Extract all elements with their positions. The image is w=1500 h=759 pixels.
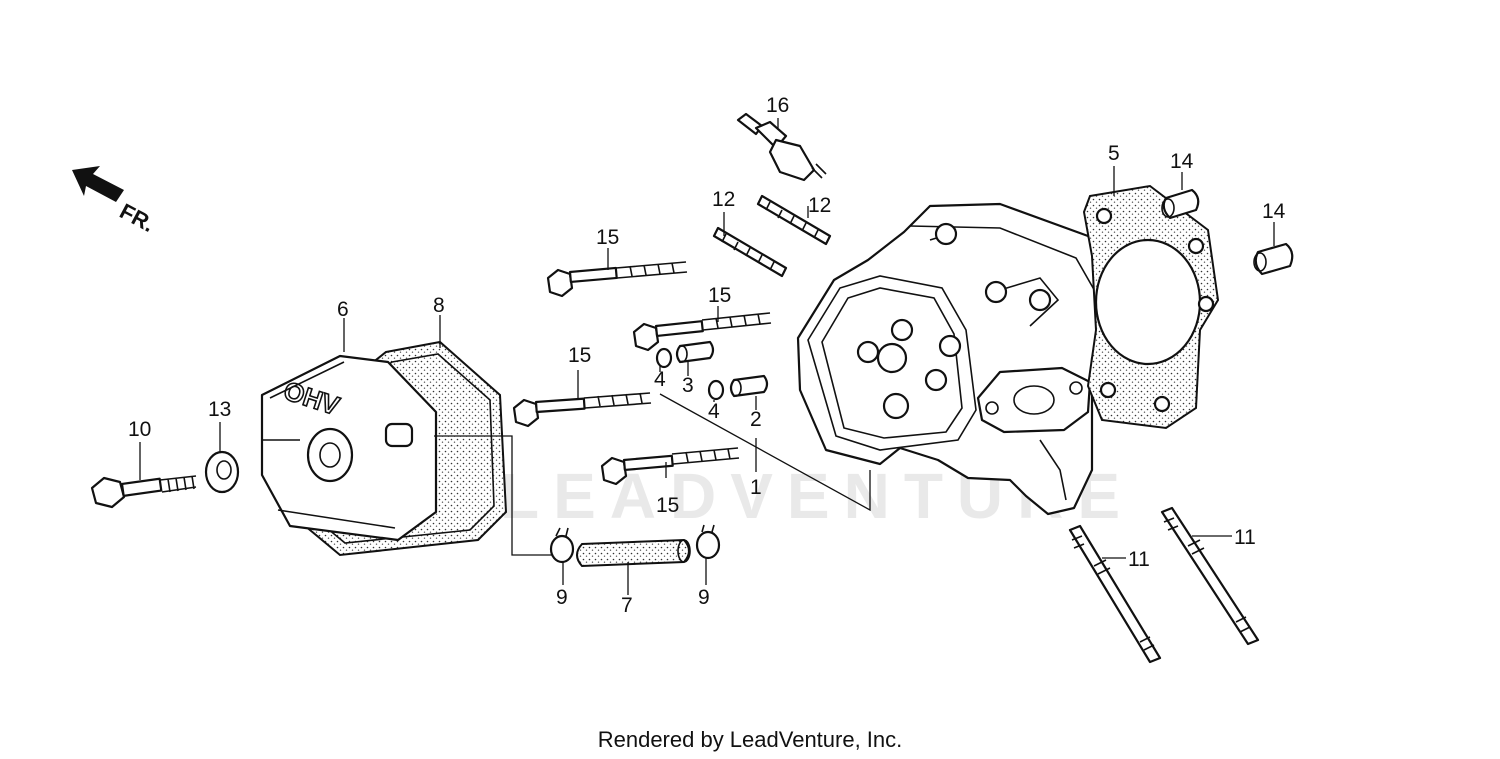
part-15-bolt-top	[546, 261, 688, 298]
callout-12-left: 12	[712, 188, 735, 211]
callout-2: 2	[750, 408, 762, 431]
part-1-cylinder-head	[796, 202, 1118, 516]
part-9-clamp-left	[549, 527, 575, 564]
callout-10: 10	[128, 418, 151, 441]
callout-labels: 6 8 10 13 9 7 9 15 15 15 15 12 12 16 4 3…	[128, 94, 1286, 617]
callout-12-right: 12	[808, 194, 831, 217]
callout-14-upper: 14	[1170, 150, 1194, 173]
part-9-clamp-right	[695, 524, 721, 560]
part-3-dowel-pin	[675, 340, 715, 364]
part-6-head-cover: OHV	[260, 354, 438, 542]
callout-11-right: 11	[1234, 526, 1256, 549]
callout-14-lower: 14	[1262, 200, 1286, 223]
callout-9-left: 9	[556, 586, 568, 609]
callout-11-left: 11	[1128, 548, 1150, 571]
callout-15-top: 15	[596, 226, 619, 249]
part-13-washer	[204, 450, 240, 494]
front-direction-label: FR.	[116, 198, 159, 237]
part-11-stud-left	[1068, 524, 1162, 664]
part-4-o-ring-lower	[707, 379, 725, 401]
callout-4-upper: 4	[654, 368, 666, 391]
part-12-stud-left	[712, 226, 788, 278]
part-10-bolt	[90, 475, 197, 509]
callout-4-lower: 4	[708, 400, 720, 423]
part-15-bolt-lower-middle	[512, 392, 652, 428]
front-direction-arrow-icon: FR.	[72, 166, 159, 237]
part-7-breather-tube	[576, 538, 691, 568]
callout-7: 7	[621, 594, 633, 617]
part-11-stud-right	[1160, 506, 1260, 646]
callout-9-right: 9	[698, 586, 710, 609]
part-16-spark-plug	[736, 112, 827, 182]
callout-3: 3	[682, 374, 694, 397]
callout-1: 1	[750, 476, 762, 499]
part-5-head-gasket	[1082, 184, 1220, 430]
leader-lines	[139, 118, 1275, 595]
part-14-dowel-lower	[1253, 242, 1294, 276]
callout-13: 13	[208, 398, 231, 421]
part-15-bolt-bottom	[600, 447, 740, 486]
part-2-dowel-pin	[729, 374, 769, 398]
callout-6: 6	[337, 298, 349, 321]
part-15-bolt-upper-middle	[632, 312, 772, 352]
callout-15-upper-middle: 15	[708, 284, 731, 307]
part-14-dowel-upper	[1161, 188, 1200, 220]
part-12-stud-right	[756, 194, 832, 246]
part-4-o-ring-upper	[655, 347, 673, 369]
callout-5: 5	[1108, 142, 1120, 165]
callout-16: 16	[766, 94, 789, 117]
callout-8: 8	[433, 294, 445, 317]
render-credit: Rendered by LeadVenture, Inc.	[597, 727, 903, 752]
callout-15-lower-middle: 15	[568, 344, 591, 367]
callout-15-bottom: 15	[656, 494, 679, 517]
